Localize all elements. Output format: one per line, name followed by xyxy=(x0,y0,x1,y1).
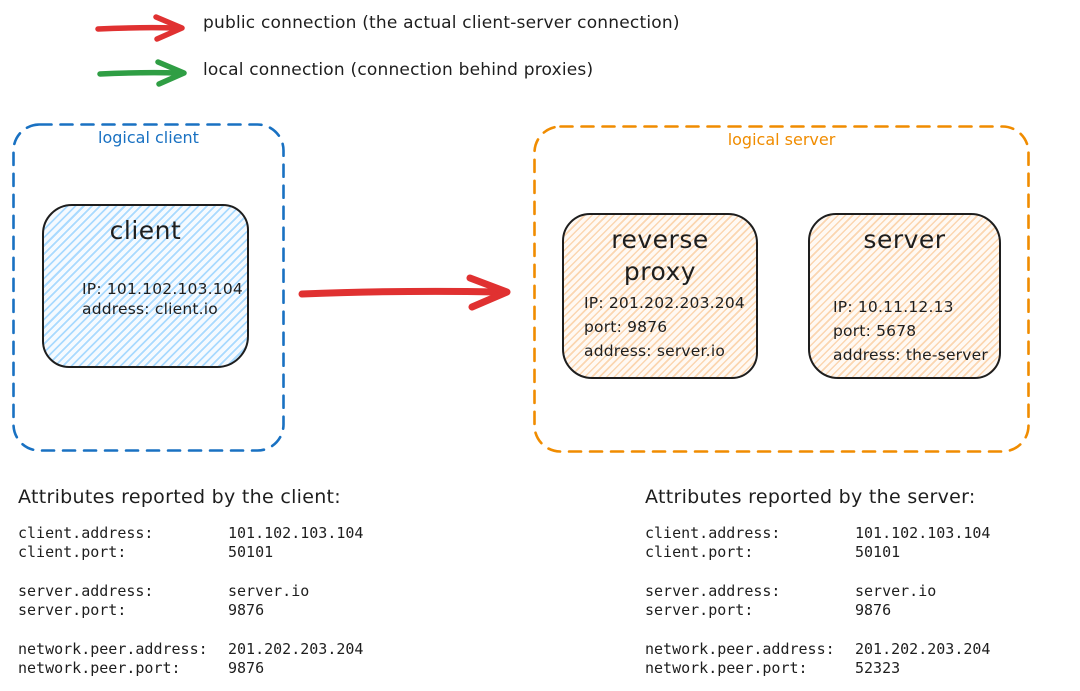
attr-row: client.address: 101.102.103.104 xyxy=(645,524,990,543)
server-node-address: address: the-server xyxy=(833,346,988,364)
public-connection-arrow-icon xyxy=(95,14,185,42)
attr-key: client.address: xyxy=(645,524,781,542)
attr-row: server.port: 9876 xyxy=(645,601,990,620)
reverse-proxy-node-details: IP: 201.202.203.204 port: 9876 address: … xyxy=(584,291,756,363)
legend-label-local-connection: local connection (connection behind prox… xyxy=(203,60,594,80)
attr-value: 201.202.203.204 xyxy=(855,640,991,658)
local-connection-arrow-icon xyxy=(97,59,187,87)
attr-key: network.peer.port: xyxy=(18,659,181,677)
logical-server-group: logical server xyxy=(533,125,1030,453)
attr-key: client.port: xyxy=(18,543,127,561)
server-attr-group-client: client.address: 101.102.103.104 client.po… xyxy=(645,524,990,562)
attr-value: 9876 xyxy=(855,601,892,619)
attr-key: network.peer.address: xyxy=(645,640,835,658)
reverse-proxy-node: reverse proxy IP: 201.202.203.204 port: … xyxy=(562,213,758,379)
public-connection-arrow xyxy=(298,274,511,311)
attr-value: 9876 xyxy=(228,601,265,619)
attr-value: 52323 xyxy=(855,659,901,677)
attr-key: client.address: xyxy=(18,524,154,542)
client-attr-group-client: client.address: 101.102.103.104 client.po… xyxy=(18,524,363,562)
server-node-ip: IP: 10.11.12.13 xyxy=(833,298,954,316)
logical-server-border xyxy=(533,125,1030,453)
server-attributes-heading: Attributes reported by the server: xyxy=(645,486,976,508)
logical-client-label: logical client xyxy=(98,128,199,147)
reverse-proxy-address: address: server.io xyxy=(584,342,726,360)
attr-value: server.io xyxy=(855,582,937,600)
attr-key: server.address: xyxy=(645,582,781,600)
client-attributes-heading: Attributes reported by the client: xyxy=(18,486,342,508)
attr-row: network.peer.address: 201.202.203.204 xyxy=(645,640,990,659)
server-node-port: port: 5678 xyxy=(833,322,917,340)
attr-key: server.address: xyxy=(18,582,154,600)
server-attr-group-network-peer: network.peer.address: 201.202.203.204 net… xyxy=(645,640,990,678)
logical-client-group: logical client xyxy=(12,123,285,452)
attr-value: 50101 xyxy=(228,543,274,561)
attr-row: network.peer.port: 9876 xyxy=(18,659,363,678)
attr-row: network.peer.address: 201.202.203.204 xyxy=(18,640,363,659)
attr-value: 101.102.103.104 xyxy=(855,524,991,542)
server-attributes-block: Attributes reported by the server: clien… xyxy=(645,486,990,691)
reverse-proxy-port: port: 9876 xyxy=(584,318,668,336)
server-node: server IP: 10.11.12.13 port: 5678 addres… xyxy=(808,213,1001,379)
attr-row: server.port: 9876 xyxy=(18,601,363,620)
client-node-address: address: client.io xyxy=(82,300,218,318)
client-node-ip: IP: 101.102.103.104 xyxy=(82,280,243,298)
attr-row: network.peer.port: 52323 xyxy=(645,659,990,678)
client-attr-group-server: server.address: server.io server.port: 987… xyxy=(18,582,363,620)
client-attributes-block: Attributes reported by the client: clien… xyxy=(18,486,363,691)
client-node-details: IP: 101.102.103.104 address: client.io xyxy=(82,279,247,319)
attr-value: 101.102.103.104 xyxy=(228,524,364,542)
legend-label-public-connection: public connection (the actual client-ser… xyxy=(203,13,680,33)
attr-row: server.address: server.io xyxy=(18,582,363,601)
server-node-details: IP: 10.11.12.13 port: 5678 address: the-… xyxy=(833,295,999,367)
attr-key: server.port: xyxy=(18,601,127,619)
attr-value: 9876 xyxy=(228,659,265,677)
server-attr-group-server: server.address: server.io server.port: 987… xyxy=(645,582,990,620)
reverse-proxy-title-line1: reverse xyxy=(611,225,709,254)
attr-value: 50101 xyxy=(855,543,901,561)
attr-row: client.address: 101.102.103.104 xyxy=(18,524,363,543)
attr-key: client.port: xyxy=(645,543,754,561)
attr-row: client.port: 50101 xyxy=(18,543,363,562)
attr-key: network.peer.port: xyxy=(645,659,808,677)
logical-client-border xyxy=(12,123,285,452)
server-node-title: server xyxy=(863,225,946,254)
client-node-title: client xyxy=(109,216,182,245)
attr-row: server.address: server.io xyxy=(645,582,990,601)
logical-server-label: logical server xyxy=(727,130,836,149)
attr-value: server.io xyxy=(228,582,310,600)
client-attr-group-network-peer: network.peer.address: 201.202.203.204 net… xyxy=(18,640,363,678)
reverse-proxy-title-line2: proxy xyxy=(623,257,697,286)
attr-row: client.port: 50101 xyxy=(645,543,990,562)
reverse-proxy-node-title: reverse proxy xyxy=(564,224,756,288)
attr-key: server.port: xyxy=(645,601,754,619)
client-node: client IP: 101.102.103.104 address: clie… xyxy=(42,204,249,368)
reverse-proxy-ip: IP: 201.202.203.204 xyxy=(584,294,745,312)
attr-value: 201.202.203.204 xyxy=(228,640,364,658)
attr-key: network.peer.address: xyxy=(18,640,208,658)
